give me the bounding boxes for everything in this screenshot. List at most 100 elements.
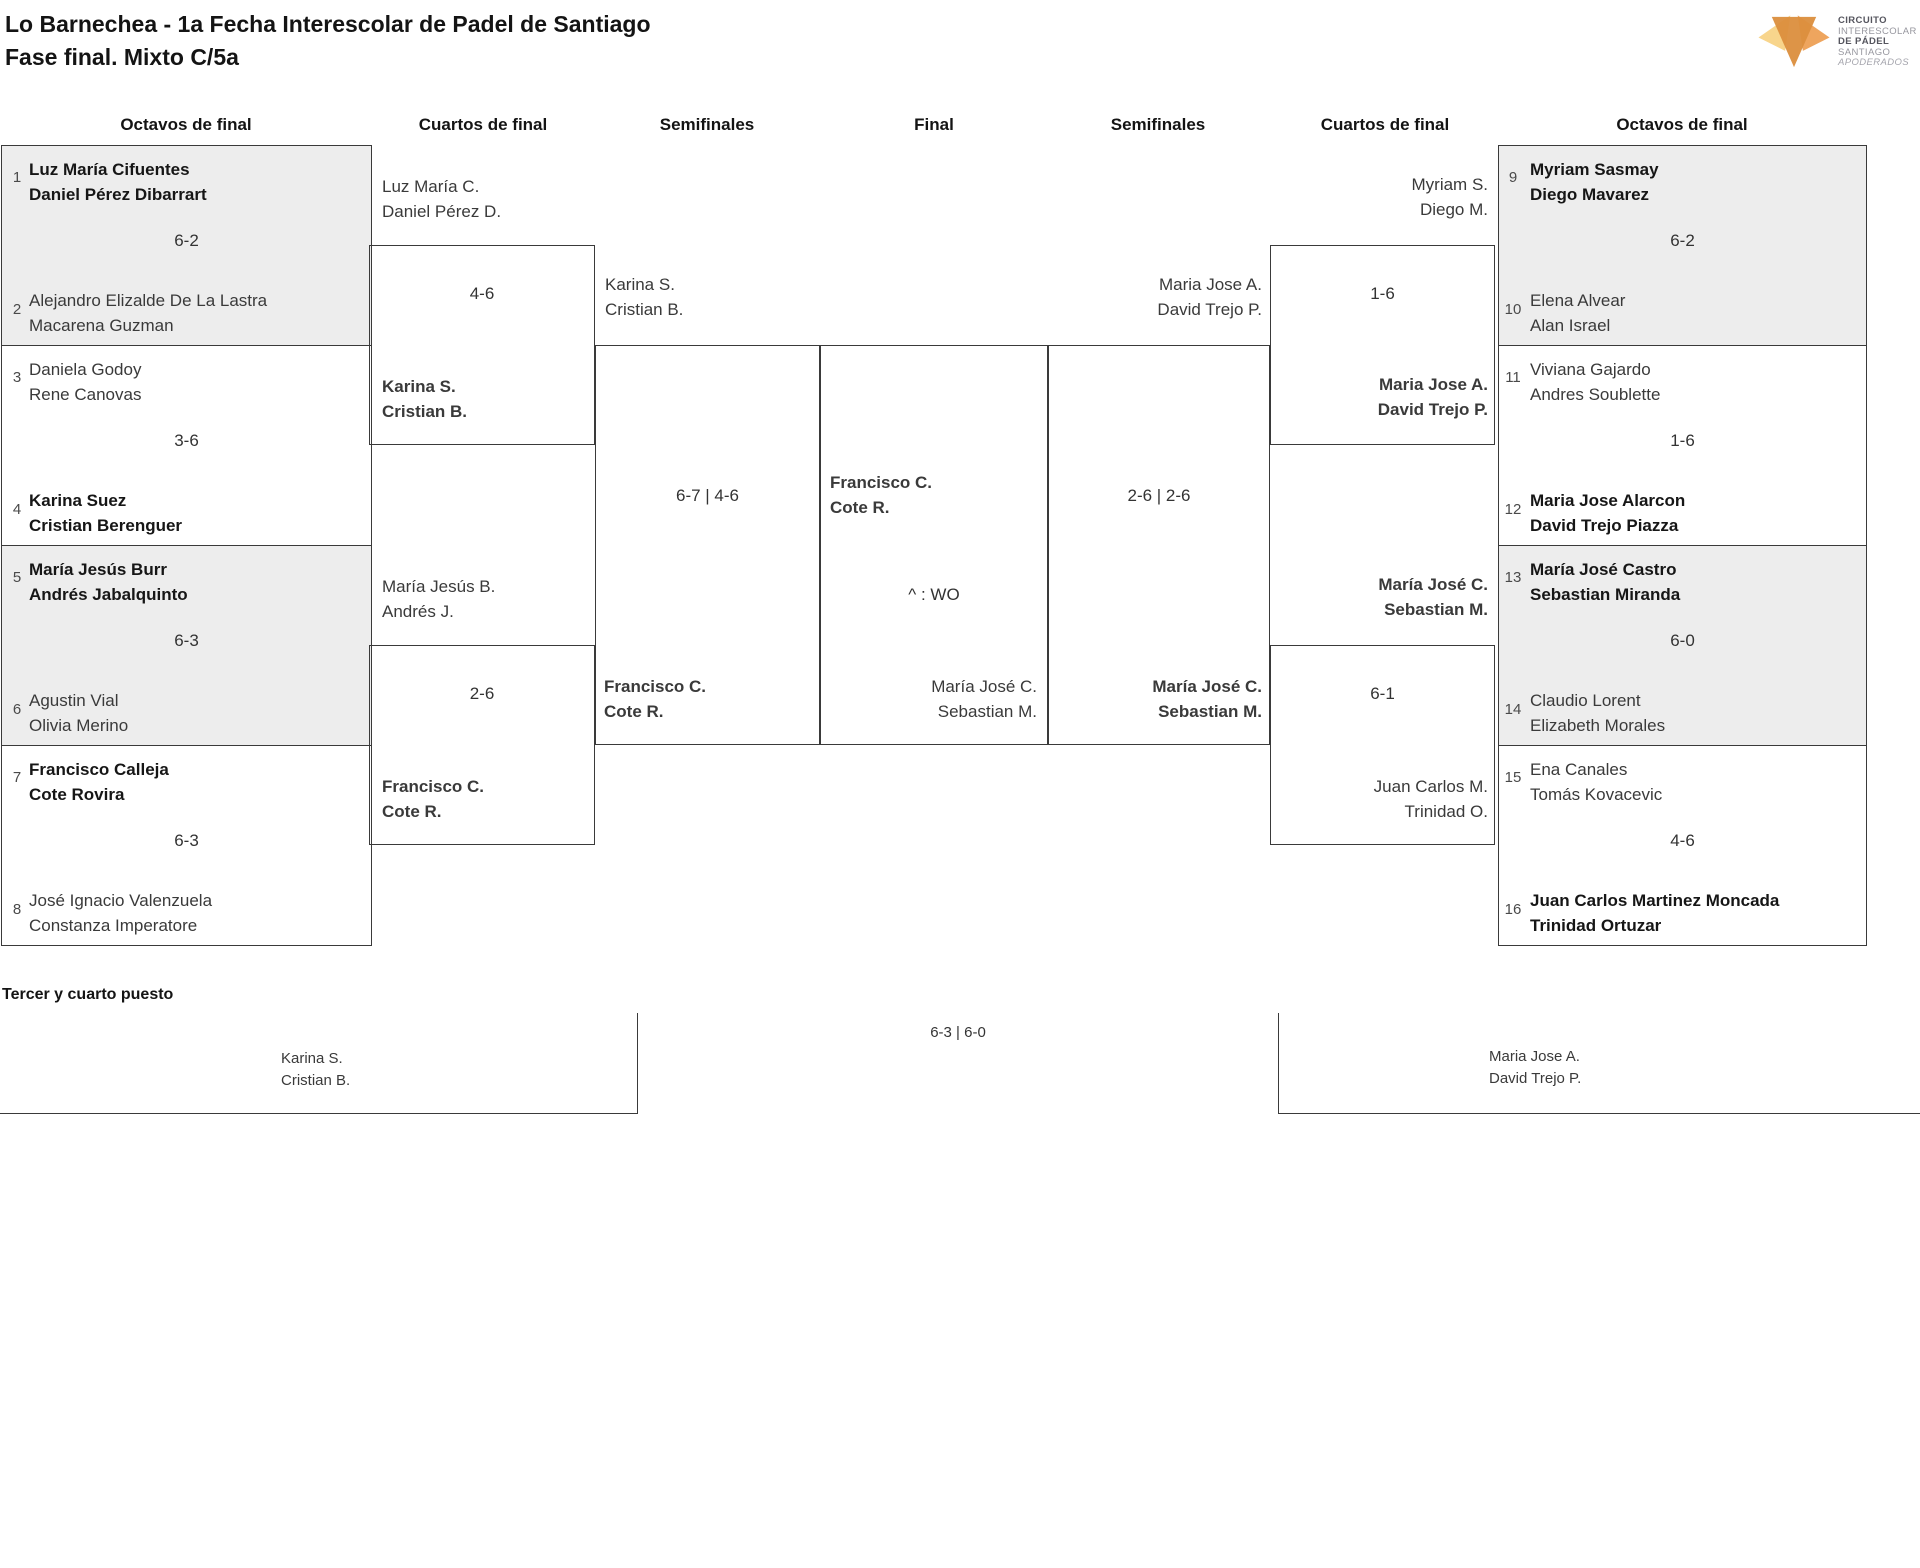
team-name: Maria Jose A. David Trejo P. <box>1062 272 1262 322</box>
team-name: Luz María C. Daniel Pérez D. <box>382 174 501 224</box>
match-box-octavos-r1: 9 Myriam Sasmay Diego Mavarez 6-2 10 Ele… <box>1498 145 1867 346</box>
player-name: Rene Canovas <box>29 385 142 404</box>
team-name: Maria Jose A. David Trejo P. <box>1288 372 1488 422</box>
player-name: David Trejo P. <box>1489 1070 1582 1087</box>
player-name: Myriam S. <box>1411 175 1489 194</box>
team-name: Karina S. Cristian B. <box>605 272 683 322</box>
match-score: 4-6 <box>469 284 495 303</box>
match-score: 6-1 <box>1370 684 1395 703</box>
player-name: Cote R. <box>604 702 664 721</box>
player-name: Sebastian M. <box>1158 702 1262 721</box>
seed-number: 7 <box>12 769 22 786</box>
logo-line: INTERESCOLAR <box>1838 25 1917 37</box>
player-name: Olivia Merino <box>29 716 129 735</box>
team-name: Daniela Godoy Rene Canovas <box>29 357 141 407</box>
match-box-cuartos-r2 <box>1270 645 1495 845</box>
player-name: Andrés Jabalquinto <box>29 585 188 604</box>
match-score: 6-0 <box>1670 631 1695 650</box>
team-name: Ena Canales Tomás Kovacevic <box>1530 757 1662 807</box>
team-name: Maria Jose A. David Trejo P. <box>1489 1046 1581 1090</box>
third-place-title: Tercer y cuarto puesto <box>2 986 174 1003</box>
player-name: Sebastian M. <box>937 702 1037 721</box>
player-name: Diego Mavarez <box>1530 185 1650 204</box>
match-score: 1-6 <box>1370 284 1395 303</box>
player-name: Cote R. <box>830 498 890 517</box>
round-header-semis-left: Semifinales <box>659 115 755 134</box>
player-name: Francisco C. <box>382 777 485 796</box>
player-name: Daniel Pérez D. <box>382 202 502 221</box>
team-name: Karina S. Cristian B. <box>382 374 467 424</box>
team-name: Elena Alvear Alan Israel <box>1530 288 1625 338</box>
team-name: María José C. Sebastian M. <box>1288 572 1488 622</box>
seed-number: 8 <box>12 901 22 918</box>
match-box-octavos-l3: 5 María Jesús Burr Andrés Jabalquinto 6-… <box>1 545 372 746</box>
player-name: Francisco Calleja <box>29 760 169 779</box>
player-name: Daniel Pérez Dibarrart <box>29 185 207 204</box>
team-name: Francisco C. Cote R. <box>830 470 932 520</box>
seed-number: 9 <box>1508 169 1518 186</box>
player-name: Juan Carlos M. <box>1373 777 1488 796</box>
team-name: Juan Carlos Martinez Moncada Trinidad Or… <box>1530 888 1779 938</box>
match-box-final <box>820 345 1048 745</box>
circuito-logo-text: CIRCUITO INTERESCOLAR DE PÁDEL SANTIAGO … <box>1838 15 1917 69</box>
round-header-octavos-left: Octavos de final <box>120 115 252 134</box>
player-name: Luz María C. <box>382 177 480 196</box>
player-name: Karina S. <box>382 377 456 396</box>
player-name: Sebastian Miranda <box>1530 585 1681 604</box>
match-box-octavos-l2: 3 Daniela Godoy Rene Canovas 3-6 4 Karin… <box>1 345 372 546</box>
match-box-octavos-l1: 1 Luz María Cifuentes Daniel Pérez Dibar… <box>1 145 372 346</box>
round-header-octavos-right: Octavos de final <box>1616 115 1748 134</box>
team-name: Francisco Calleja Cote Rovira <box>29 757 169 807</box>
match-score: 4-6 <box>1670 831 1695 850</box>
player-name: Daniela Godoy <box>29 360 142 379</box>
circuito-logo-icon <box>1758 15 1830 68</box>
player-name: Cristian B. <box>605 300 684 319</box>
team-name: Agustin Vial Olivia Merino <box>29 688 128 738</box>
team-name: Myriam S. Diego M. <box>1288 172 1489 222</box>
seed-number: 2 <box>12 301 22 318</box>
phase-subtitle: Fase final. Mixto C/5a <box>5 44 239 70</box>
match-score: 6-3 <box>174 631 199 650</box>
player-name: Karina S. <box>605 275 675 294</box>
team-name: Luz María Cifuentes Daniel Pérez Dibarra… <box>29 157 207 207</box>
player-name: Maria Jose A. <box>1489 1048 1580 1065</box>
seed-number: 6 <box>12 701 22 718</box>
seed-number: 5 <box>12 569 22 586</box>
round-header-final: Final <box>914 115 954 134</box>
third-place-box-left <box>0 1013 638 1114</box>
team-name: María Jesús B. Andrés J. <box>382 574 495 624</box>
team-name: Viviana Gajardo Andres Soublette <box>1530 357 1660 407</box>
player-name: David Trejo Piazza <box>1530 516 1679 535</box>
seed-number: 12 <box>1504 501 1522 518</box>
seed-number: 1 <box>12 169 22 186</box>
round-header-semis-right: Semifinales <box>1110 115 1206 134</box>
match-score: 6-3 <box>174 831 199 850</box>
match-score: 6-2 <box>174 231 199 250</box>
round-header-cuartos-left: Cuartos de final <box>418 115 548 134</box>
player-name: Francisco C. <box>830 473 933 492</box>
team-name: Karina Suez Cristian Berenguer <box>29 488 182 538</box>
team-name: Maria Jose Alarcon David Trejo Piazza <box>1530 488 1685 538</box>
tournament-title: Lo Barnechea - 1a Fecha Interescolar de … <box>5 11 651 37</box>
seed-number: 16 <box>1504 901 1522 918</box>
player-name: Myriam Sasmay <box>1530 160 1659 179</box>
team-name: Myriam Sasmay Diego Mavarez <box>1530 157 1659 207</box>
player-name: Alan Israel <box>1530 316 1611 335</box>
team-name: Francisco C. Cote R. <box>604 674 706 724</box>
player-name: Luz María Cifuentes <box>29 160 190 179</box>
page-title: Lo Barnechea - 1a Fecha Interescolar de … <box>5 8 651 74</box>
player-name: Cote Rovira <box>29 785 125 804</box>
player-name: Juan Carlos Martinez Moncada <box>1530 891 1780 910</box>
match-box-cuartos-l2 <box>369 645 595 845</box>
team-name: José Ignacio Valenzuela Constanza Impera… <box>29 888 212 938</box>
seed-number: 15 <box>1504 769 1522 786</box>
match-box-octavos-r2: 11 Viviana Gajardo Andres Soublette 1-6 … <box>1498 345 1867 546</box>
player-name: Andrés J. <box>382 602 454 621</box>
player-name: María José C. <box>931 677 1037 696</box>
seed-number: 4 <box>12 501 22 518</box>
player-name: Claudio Lorent <box>1530 691 1641 710</box>
player-name: Karina S. <box>281 1050 343 1067</box>
player-name: Trinidad O. <box>1404 802 1488 821</box>
match-box-cuartos-l1 <box>369 245 595 445</box>
